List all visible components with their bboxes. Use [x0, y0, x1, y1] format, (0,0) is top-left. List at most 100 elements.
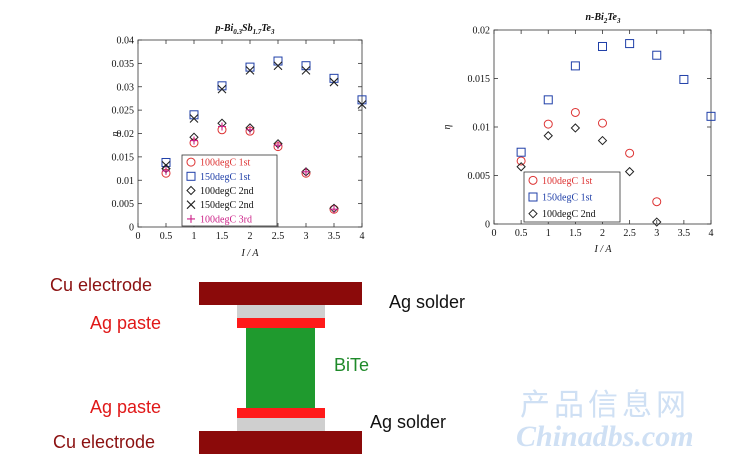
legend-entry: 150degC 1st [200, 172, 251, 183]
n-type-point-circle [625, 148, 635, 158]
n-type-point-square [570, 61, 580, 71]
label-bite: BiTe [334, 355, 370, 375]
xtick-label: 3.5 [328, 231, 341, 242]
p-type-point-square [301, 61, 311, 71]
xtick-label: 0 [136, 231, 141, 242]
chart-p-type-xlabel: I / A [240, 248, 259, 259]
n-type-point-square [679, 74, 689, 84]
xtick-label: 0 [492, 228, 497, 239]
legend-marker-diamond [528, 208, 538, 219]
label-ag-solder-top: Ag solder [389, 292, 466, 312]
ag-paste-bottom-layer [237, 408, 325, 418]
ytick-label: 0.01 [473, 123, 491, 134]
xtick-label: 1 [546, 228, 551, 239]
p-type-point-x [273, 61, 283, 71]
p-type-point-plus [274, 141, 282, 150]
n-type-point-diamond [516, 162, 526, 172]
n-type-point-circle [570, 107, 580, 117]
xtick-label: 0.5 [160, 231, 173, 242]
ytick-label: 0.035 [112, 59, 135, 70]
legend-entry: 150degC 2nd [200, 200, 254, 211]
p-type-point-plus [246, 125, 254, 134]
legend-marker-diamond [186, 185, 196, 196]
n-type-point-square [625, 39, 635, 49]
n-type-point-square [543, 95, 553, 105]
n-type-point-diamond [597, 135, 608, 146]
legend-entry: 100degC 3rd [200, 214, 252, 225]
chart-p-type-title: p-Bi0.3Sb1.7Te3 [215, 23, 275, 36]
legend-entry: 100degC 1st [542, 176, 593, 187]
ytick-label: 0.02 [117, 129, 135, 140]
xtick-label: 3.5 [678, 228, 691, 239]
p-type-point-x [217, 84, 227, 94]
ytick-label: 0.02 [473, 26, 491, 37]
p-type-point-square [273, 56, 283, 66]
p-type-point-plus [330, 205, 338, 214]
p-type-point-plus [218, 122, 226, 131]
n-type-point-diamond [624, 166, 635, 177]
legend-marker-plus [187, 214, 195, 223]
p-type-point-x [189, 114, 199, 123]
label-cu-electrode-top: Cu electrode [50, 275, 153, 295]
p-type-point-x [245, 65, 255, 75]
chart-n-type-title: n-Bi2Te3 [586, 12, 621, 25]
xtick-label: 4 [360, 231, 365, 242]
ytick-label: 0 [485, 220, 490, 231]
n-type-point-circle [543, 119, 553, 129]
xtick-label: 1.5 [216, 231, 229, 242]
ytick-label: 0.025 [112, 106, 135, 117]
legend-marker-x [186, 200, 196, 210]
xtick-label: 1.5 [569, 228, 582, 239]
cu-electrode-bottom-block [199, 431, 362, 454]
n-type-point-diamond [652, 217, 662, 227]
legend-box [523, 171, 621, 223]
p-type-point-plus [190, 136, 198, 145]
n-type-point-square [706, 111, 716, 121]
p-type-point-square [161, 157, 171, 167]
ytick-label: 0.005 [112, 199, 135, 210]
ag-paste-top-layer [237, 318, 325, 328]
n-type-point-diamond [570, 123, 581, 133]
chart-n-type-legend: 100degC 1st 150degC 1st 100degC 2nd [523, 171, 621, 223]
thermoelectric-stack-diagram [199, 282, 362, 454]
n-type-point-square [598, 41, 607, 51]
p-type-point-square [189, 110, 199, 120]
ag-solder-bottom-layer [237, 418, 325, 431]
n-type-point-circle [516, 156, 526, 166]
label-ag-paste-top: Ag paste [90, 313, 162, 333]
p-type-point-x [357, 100, 367, 109]
label-cu-electrode-bottom: Cu electrode [53, 432, 156, 452]
xtick-label: 3 [654, 228, 659, 239]
label-ag-solder-bottom: Ag solder [370, 412, 447, 432]
n-type-point-square [516, 147, 526, 157]
cu-electrode-top-block [199, 282, 362, 305]
xtick-label: 2 [600, 228, 605, 239]
watermark-chinese: 产品信息网 [520, 388, 690, 423]
chart-n-type-xlabel: I / A [593, 244, 612, 255]
legend-marker-square [528, 192, 538, 202]
legend-entry: 150degC 1st [542, 193, 593, 204]
ytick-label: 0 [129, 223, 134, 234]
n-type-point-circle [598, 118, 607, 128]
ytick-label: 0.015 [112, 152, 135, 163]
xtick-label: 2.5 [623, 228, 636, 239]
n-type-point-square [652, 50, 662, 60]
legend-marker-circle [186, 157, 196, 167]
legend-entry: 100degC 2nd [542, 209, 596, 220]
legend-box [181, 154, 278, 227]
ytick-label: 0.015 [468, 74, 491, 85]
legend-entry: 100degC 2nd [200, 186, 254, 197]
n-type-point-diamond [543, 131, 553, 141]
p-type-point-square [329, 73, 339, 83]
ytick-label: 0.04 [117, 36, 135, 47]
ag-solder-top-layer [237, 305, 325, 318]
ytick-label: 0.03 [117, 82, 135, 93]
xtick-label: 0.5 [515, 228, 528, 239]
legend-marker-circle [528, 175, 538, 185]
bite-element [246, 328, 315, 408]
p-type-point-plus [302, 167, 310, 176]
p-type-point-plus [162, 166, 170, 175]
